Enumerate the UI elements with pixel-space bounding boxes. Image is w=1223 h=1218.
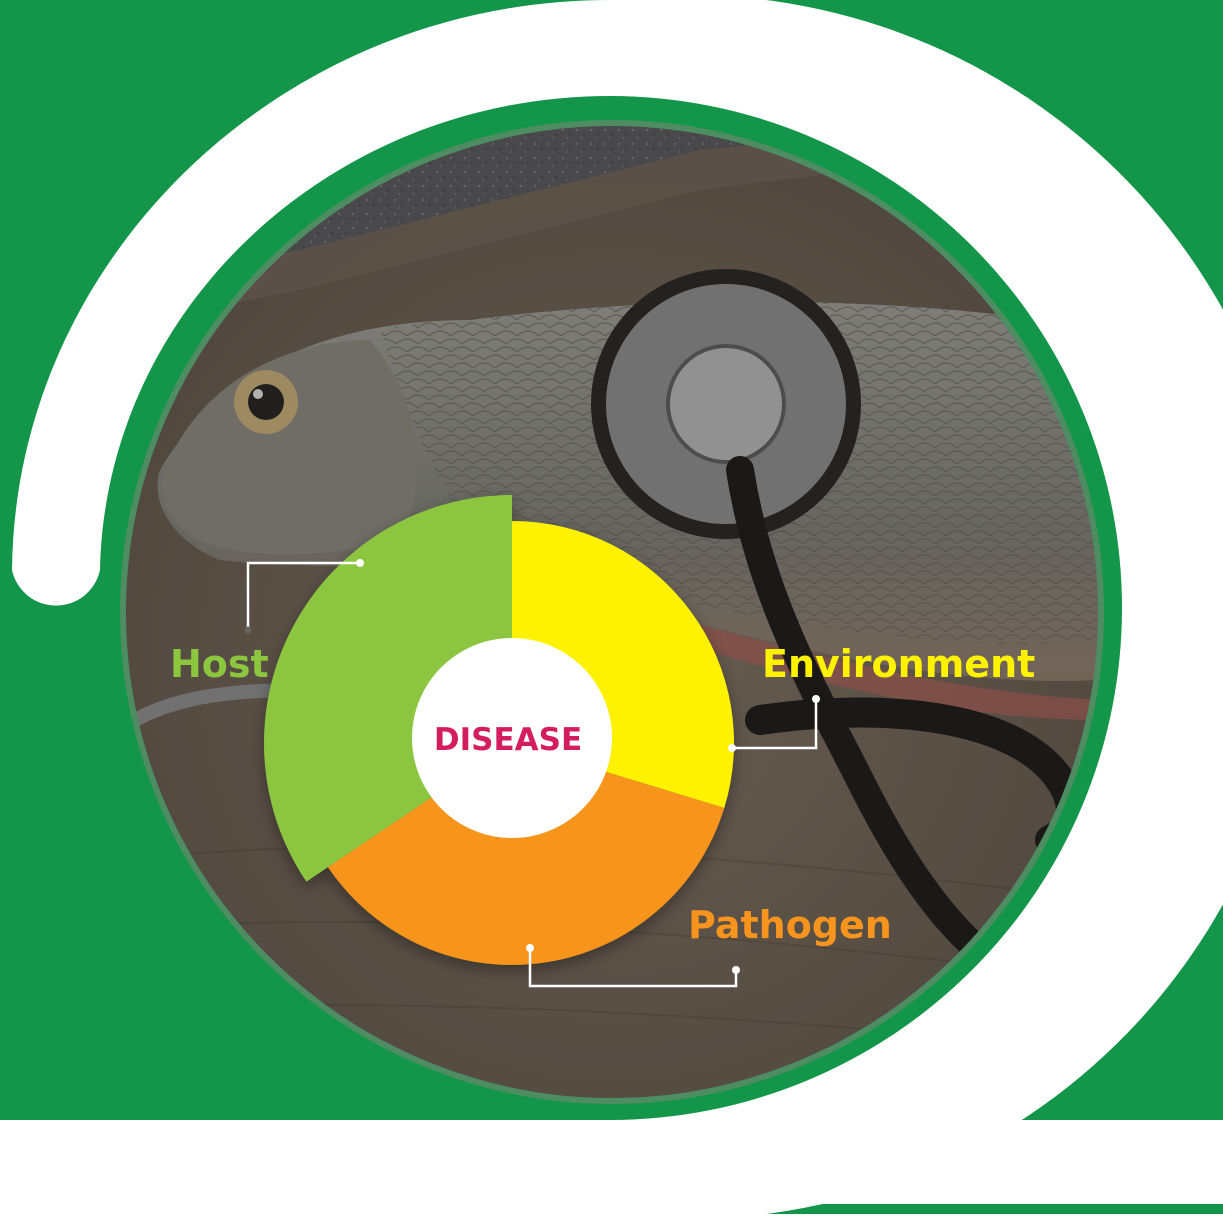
pathogen-connector-end-dot xyxy=(732,966,740,974)
environment-connector-dot xyxy=(728,744,736,752)
pathogen-segment xyxy=(327,769,725,966)
donut-center xyxy=(412,638,612,838)
environment-connector-line xyxy=(732,699,818,750)
environment-connector-end-dot xyxy=(812,695,820,703)
pathogen-connector-line xyxy=(528,948,738,988)
connector-dots xyxy=(244,559,820,974)
environment-segment xyxy=(512,521,735,808)
pathogen-connector-dot xyxy=(526,944,534,952)
disease-donut-chart xyxy=(264,495,735,966)
photo-frame xyxy=(120,120,1104,1104)
host-connector-end-dot xyxy=(244,626,252,634)
host-label: Host xyxy=(170,642,269,686)
environment-label: Environment xyxy=(762,642,1036,686)
host-connector-dot xyxy=(356,559,364,567)
pathogen-label: Pathogen xyxy=(688,903,892,947)
host-segment xyxy=(264,495,512,882)
disease-center-label: DISEASE xyxy=(433,722,583,758)
connector-lines xyxy=(246,561,818,988)
host-connector-line xyxy=(246,561,360,630)
